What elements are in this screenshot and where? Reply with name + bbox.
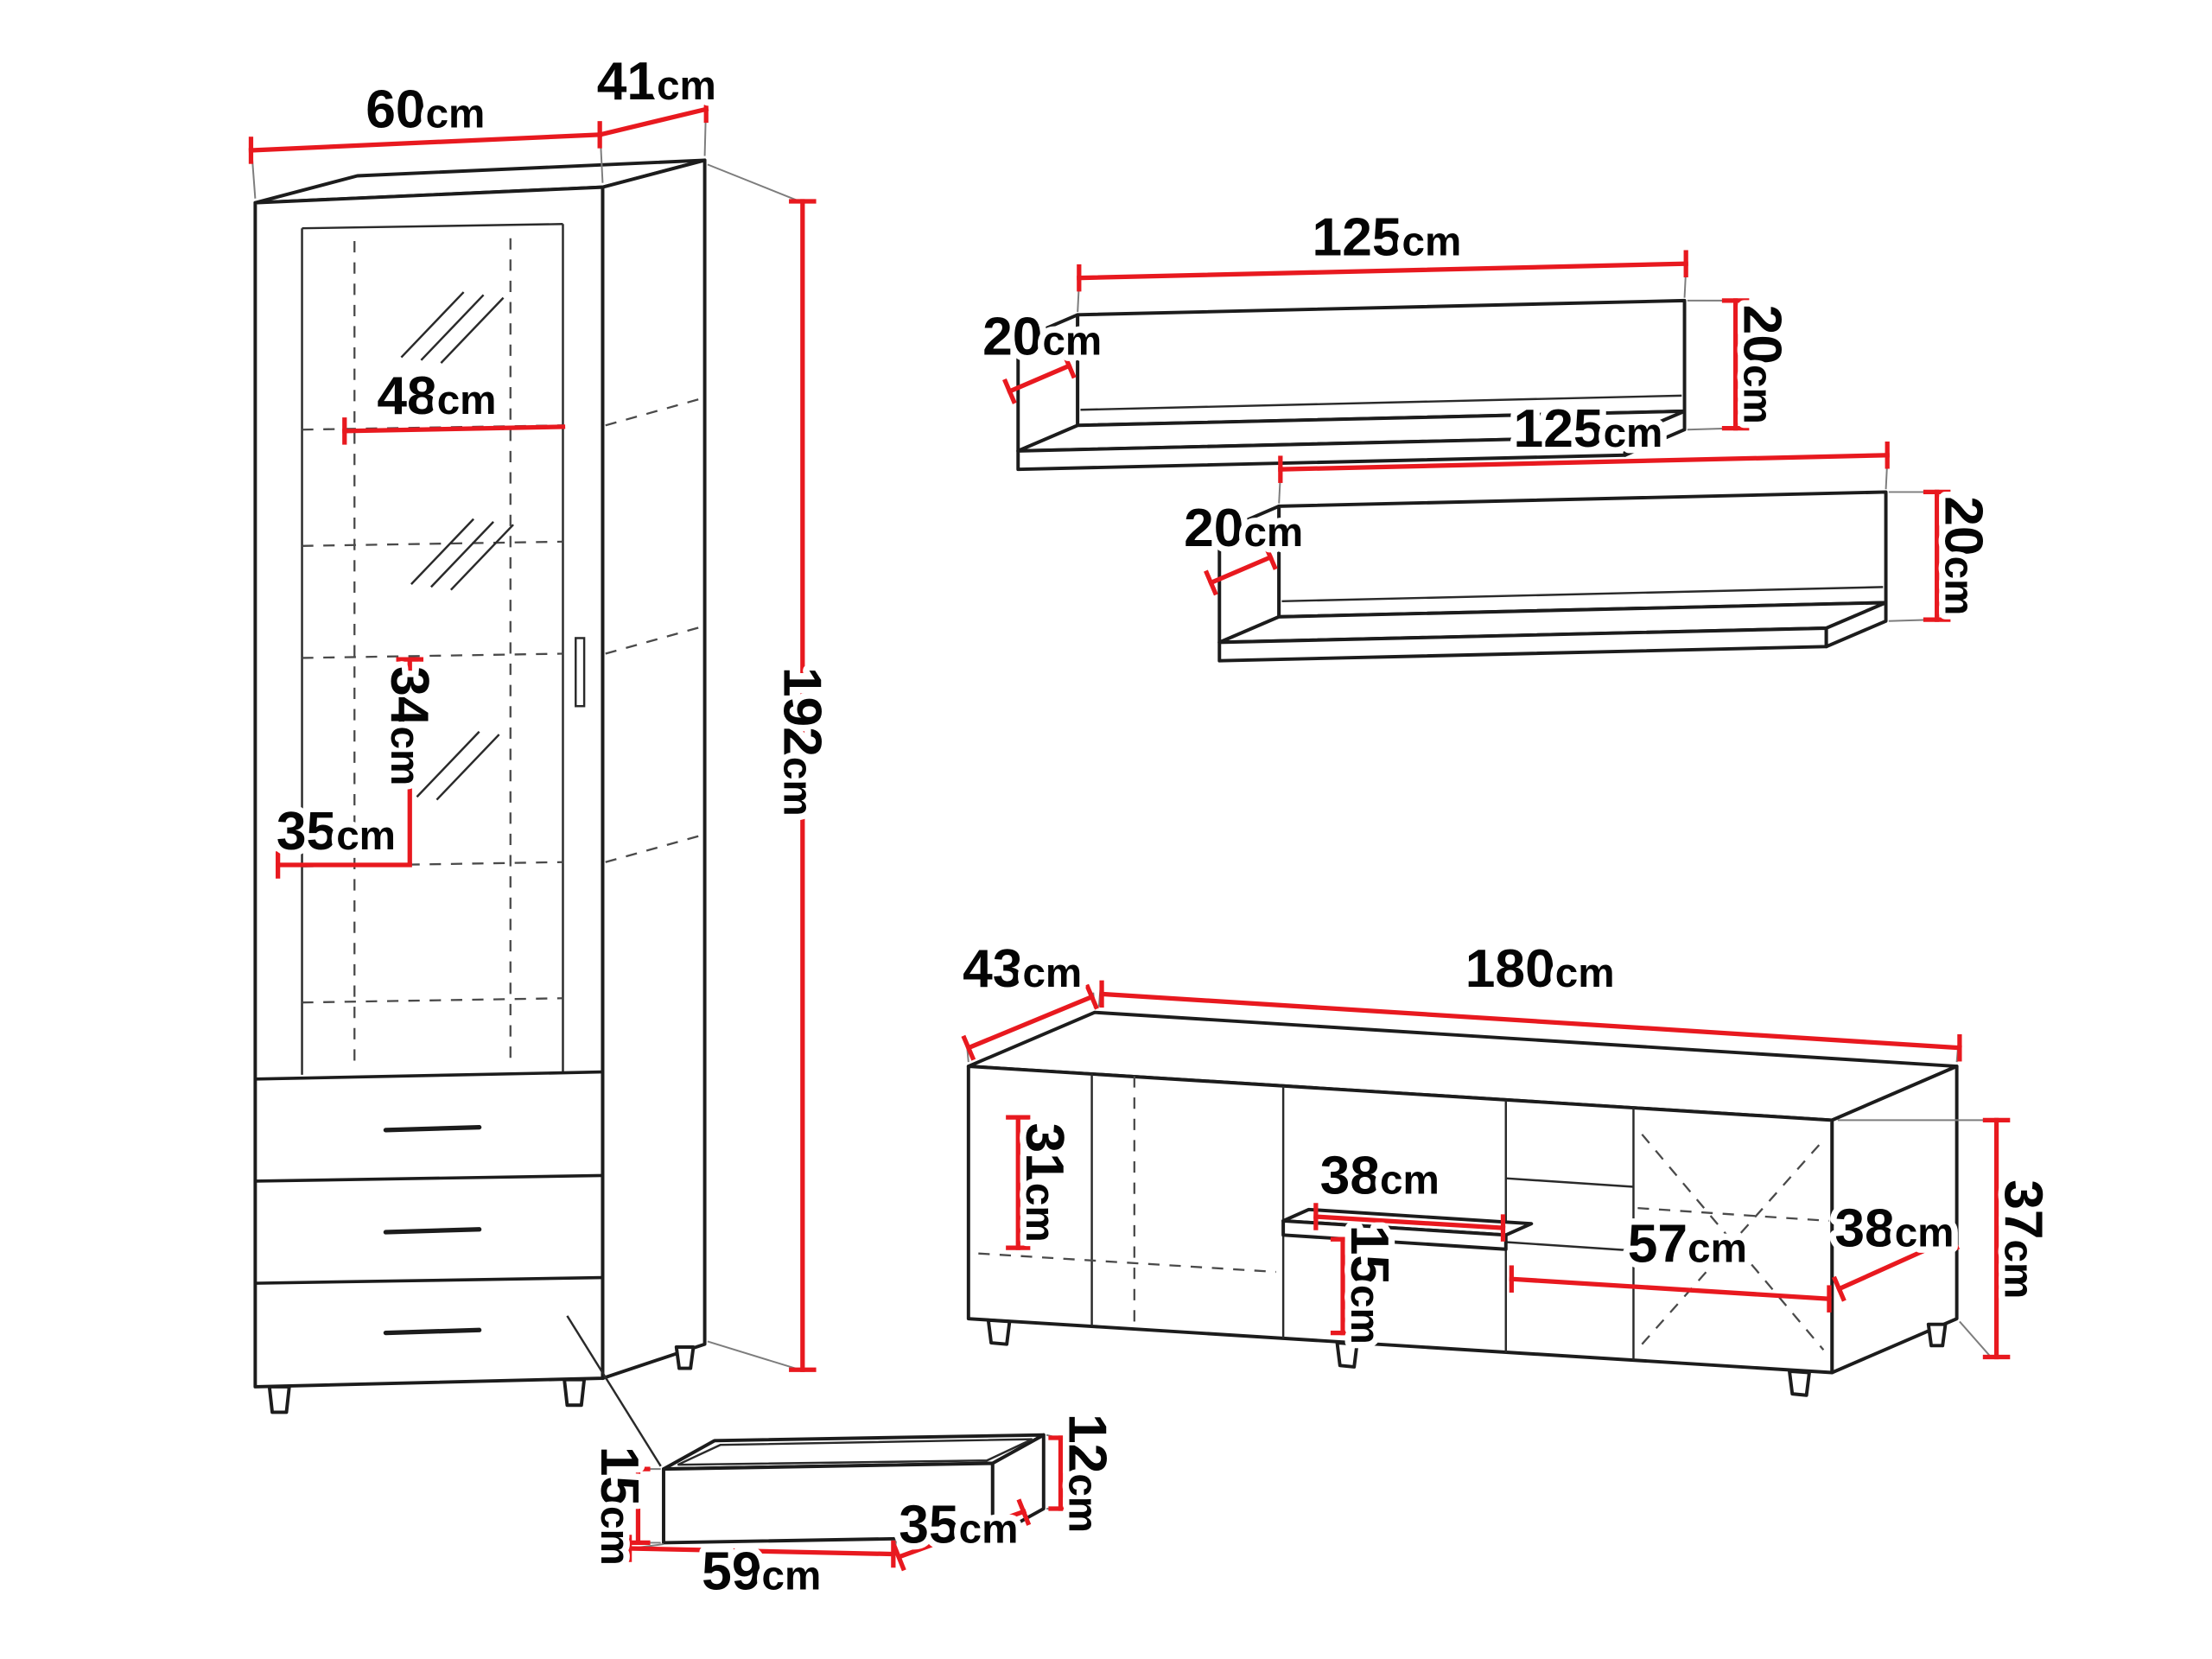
shelf-bottom-height-label: 20cm (1933, 496, 1993, 615)
drawer-front-face (662, 1461, 995, 1545)
wall-shelf-top-dimensions: 125cm 20cm 20cm (976, 201, 1798, 431)
cabinet-feet (267, 1345, 696, 1414)
tv-width-label: 180cm (1465, 939, 1615, 999)
drawer-rear-height-label: 15cm (589, 1446, 649, 1566)
tv-stand-feet (986, 1318, 1948, 1397)
tv-left-inner-height-label: 31cm (1014, 1123, 1074, 1243)
cabinet-door-bottom-edge (255, 1070, 603, 1081)
tv-stand-dimension-lines (961, 980, 2011, 1360)
drawer-depth-label: 35cm (899, 1495, 1018, 1554)
cabinet-door-frame (301, 223, 564, 1075)
tv-height-label: 37cm (1993, 1179, 2052, 1299)
shelf-top-board-end (1623, 409, 1687, 457)
tv-shelf-width-label: 38cm (1320, 1147, 1440, 1206)
shelf-bottom-depth-label: 20cm (1184, 499, 1303, 558)
tv-shelf-gap-label: 15cm (1339, 1225, 1399, 1344)
drawer-inner-rim (677, 1438, 1033, 1466)
tv-stand-drawing (966, 1010, 1959, 1397)
shelf-bottom-dimension-lines (1204, 442, 1951, 622)
cabinet-height-label: 192cm (772, 667, 831, 817)
cabinet-width-label: 60cm (365, 80, 485, 140)
cabinet-dimension-lines (248, 95, 817, 1372)
cabinet-inner-depth-label: 35cm (276, 802, 396, 861)
tv-right-inner-width-label: 57cm (1628, 1215, 1747, 1274)
cabinet-door-handle (575, 637, 586, 708)
shelf-bottom-length-label: 125cm (1514, 399, 1663, 459)
drawer-front-height-label: 12cm (1057, 1414, 1116, 1533)
cabinet-front-face (253, 185, 605, 1389)
cabinet-depth-label: 41cm (597, 52, 716, 111)
cabinet-drawer-fronts (255, 1173, 603, 1285)
shelf-top-inner-edge (1080, 394, 1682, 411)
drawer-width-label: 59cm (702, 1542, 821, 1602)
drawer-drawing (662, 1433, 1046, 1545)
cabinet-side-face (601, 158, 707, 1381)
shelf-top-height-label: 20cm (1732, 305, 1791, 424)
tv-inner-depth-label: 38cm (1834, 1198, 1954, 1258)
wall-shelf-top-drawing (1016, 298, 1687, 472)
drawer-dimensions: 15cm 12cm 59cm 35cm (582, 1408, 1122, 1608)
cabinet-shelf-spacing-label: 34cm (379, 666, 439, 785)
shelf-top-dimension-lines (1002, 250, 1750, 431)
shelf-top-length-label: 125cm (1313, 207, 1462, 267)
shelf-bottom-board-end (1824, 601, 1888, 649)
tv-stand-dashed-details (978, 1076, 1829, 1351)
drawer-pointer-line (566, 1315, 662, 1467)
cabinet-drawer-handles (383, 1124, 482, 1336)
shelf-top-depth-label: 20cm (982, 307, 1102, 366)
tv-stand-middle-shelf-front (1281, 1218, 1508, 1251)
cabinet-drawing (253, 158, 707, 1414)
tv-depth-label: 43cm (963, 939, 1082, 999)
cabinet-glass-hatching (400, 291, 514, 801)
shelf-bottom-inner-edge (1281, 586, 1884, 603)
tv-stand-dividers (1090, 1073, 1635, 1360)
drawer-dimension-lines (626, 1435, 1073, 1572)
cabinet-dimensions: 60cm 41cm 192cm 48cm 34cm 35cm (248, 45, 838, 1372)
tv-stand-dimensions: 43cm 180cm 37cm 31cm 38cm 15cm 57cm 38cm (957, 933, 2059, 1360)
wall-shelf-bottom-drawing (1217, 490, 1888, 663)
wall-shelf-bottom-dimensions: 125cm 20cm 20cm (1178, 393, 1999, 622)
cabinet-inner-width-label: 48cm (377, 366, 496, 426)
